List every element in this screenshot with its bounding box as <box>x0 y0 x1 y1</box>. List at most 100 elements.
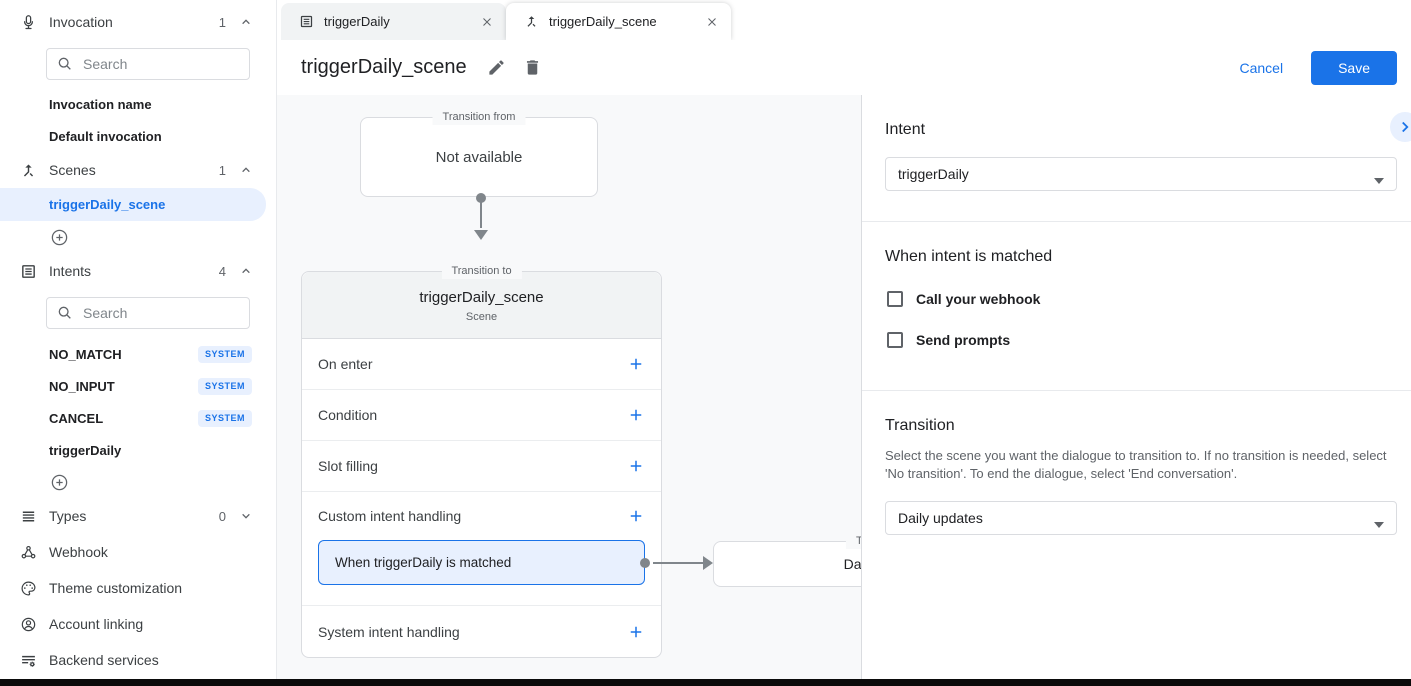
transition-dropdown-value: Daily updates <box>898 510 983 526</box>
main-area: triggerDaily triggerDaily_scene tri <box>277 0 1411 679</box>
add-intent-button[interactable] <box>0 466 276 498</box>
sidebar-item-triggerdaily-scene[interactable]: triggerDaily_scene <box>0 188 266 221</box>
edit-icon[interactable] <box>487 58 506 77</box>
intent-handler-chip[interactable]: When triggerDaily is matched <box>318 540 650 585</box>
intent-name: NO_MATCH <box>49 346 122 362</box>
sidebar-section-label: Webhook <box>49 544 108 560</box>
scene-row-slot-filling[interactable]: Slot filling <box>302 441 661 492</box>
scene-row-label: Custom intent handling <box>318 508 462 524</box>
title-bar: triggerDaily_scene Cancel Save <box>277 40 1411 95</box>
intent-dropdown[interactable]: triggerDaily <box>885 157 1397 191</box>
scene-card: Transition to triggerDaily_scene Scene O… <box>301 264 662 658</box>
intent-heading: Intent <box>885 121 926 138</box>
cancel-button[interactable]: Cancel <box>1223 52 1299 84</box>
sidebar-section-label: Theme customization <box>49 580 183 596</box>
scene-diagram-canvas[interactable]: Transition from Not available Transition… <box>277 95 861 679</box>
tab-triggerdaily[interactable]: triggerDaily <box>281 3 506 40</box>
sidebar-section-count: 1 <box>218 14 226 30</box>
sidebar-section-scenes[interactable]: Scenes 1 <box>0 152 276 188</box>
save-button[interactable]: Save <box>1311 50 1397 85</box>
sidebar-section-label: Scenes <box>49 162 96 178</box>
sidebar-section-types[interactable]: Types 0 <box>0 498 276 534</box>
add-icon[interactable] <box>627 355 645 373</box>
search-input[interactable] <box>83 56 239 72</box>
connector-line-vertical <box>480 201 482 228</box>
transition-to-legend: Transition to <box>845 534 861 549</box>
intents-icon <box>20 263 37 280</box>
content-area: Transition from Not available Transition… <box>277 95 1411 679</box>
chevron-up-icon[interactable] <box>238 14 254 30</box>
close-icon[interactable] <box>480 15 494 29</box>
system-badge: SYSTEM <box>197 409 252 427</box>
sidebar-section-label: Intents <box>49 263 92 279</box>
delete-icon[interactable] <box>523 58 542 77</box>
collapse-panel-button[interactable] <box>1390 112 1411 142</box>
chevron-up-icon[interactable] <box>238 263 254 279</box>
tab-bar: triggerDaily triggerDaily_scene <box>277 0 1411 40</box>
intent-name: triggerDaily <box>49 442 122 458</box>
close-icon[interactable] <box>705 15 719 29</box>
tab-triggerdaily-scene[interactable]: triggerDaily_scene <box>506 3 731 40</box>
scene-tab-icon <box>524 14 539 29</box>
intent-handler-label: When triggerDaily is matched <box>335 555 512 570</box>
invocation-search[interactable] <box>46 48 250 80</box>
transition-from-legend: Transition from <box>432 110 526 125</box>
chevron-up-icon[interactable] <box>238 162 254 178</box>
search-icon <box>57 305 73 321</box>
sidebar-section-theme[interactable]: Theme customization <box>0 570 276 606</box>
caret-down-icon <box>1374 171 1384 184</box>
add-icon[interactable] <box>627 623 645 641</box>
add-icon[interactable] <box>627 406 645 424</box>
intent-tab-icon <box>299 14 314 29</box>
plus-circle-icon <box>50 473 69 492</box>
sidebar-section-intents[interactable]: Intents 4 <box>0 253 276 289</box>
page-title: triggerDaily_scene <box>301 56 467 78</box>
sidebar-section-backend-services[interactable]: Backend services <box>0 642 276 678</box>
scene-row-system-intent-handling[interactable]: System intent handling <box>302 606 661 657</box>
system-badge: SYSTEM <box>197 345 252 363</box>
custom-intent-row[interactable]: Custom intent handling <box>302 492 661 540</box>
sidebar-item-invocation-name[interactable]: Invocation name <box>49 96 152 112</box>
sidebar-section-label: Types <box>49 508 87 524</box>
divider <box>862 390 1411 391</box>
scene-row-on-enter[interactable]: On enter <box>302 339 661 390</box>
transition-dropdown[interactable]: Daily updates <box>885 501 1397 535</box>
sidebar-item-cancel-intent[interactable]: CANCEL SYSTEM <box>0 402 276 434</box>
add-icon[interactable] <box>627 507 645 525</box>
scene-card-header[interactable]: triggerDaily_scene Scene <box>302 272 661 339</box>
sidebar-item-default-invocation[interactable]: Default invocation <box>49 128 162 144</box>
checkbox-unchecked[interactable] <box>887 332 903 348</box>
sidebar-section-count: 1 <box>218 162 226 178</box>
sidebar-section-invocation[interactable]: Invocation 1 <box>0 4 276 40</box>
transition-from-content: Not available <box>435 148 523 166</box>
transition-heading: Transition <box>885 417 955 434</box>
chevron-right-icon <box>1402 121 1409 133</box>
arrow-right-icon <box>703 556 713 575</box>
intents-search[interactable] <box>46 297 250 329</box>
sidebar-item-no-match[interactable]: NO_MATCH SYSTEM <box>0 338 276 370</box>
scene-row-condition[interactable]: Condition <box>302 390 661 441</box>
add-icon[interactable] <box>627 457 645 475</box>
transition-target-box[interactable]: Transition to Daily updates <box>713 534 861 587</box>
checkbox-label: Send prompts <box>916 332 1011 348</box>
checkbox-label: Call your webhook <box>916 291 1041 307</box>
window-bottom-edge <box>0 679 1411 686</box>
caret-down-icon <box>1374 515 1384 528</box>
transition-to-legend: Transition to <box>441 264 522 279</box>
scene-card-title: triggerDaily_scene <box>419 289 544 306</box>
tab-label: triggerDaily_scene <box>549 14 657 29</box>
checkbox-unchecked[interactable] <box>887 291 903 307</box>
add-scene-button[interactable] <box>0 221 276 253</box>
sidebar-section-account-linking[interactable]: Account linking <box>0 606 276 642</box>
webhook-icon <box>20 544 37 561</box>
sidebar-item-no-input[interactable]: NO_INPUT SYSTEM <box>0 370 276 402</box>
sidebar-section-count: 4 <box>218 263 226 279</box>
search-input[interactable] <box>83 305 239 321</box>
send-prompts-checkbox-row[interactable]: Send prompts <box>887 332 1388 348</box>
arrow-down-icon <box>474 227 488 245</box>
call-webhook-checkbox-row[interactable]: Call your webhook <box>887 291 1388 307</box>
chevron-down-icon[interactable] <box>238 508 254 524</box>
sidebar-section-webhook[interactable]: Webhook <box>0 534 276 570</box>
sidebar-item-triggerdaily-intent[interactable]: triggerDaily <box>0 434 276 466</box>
